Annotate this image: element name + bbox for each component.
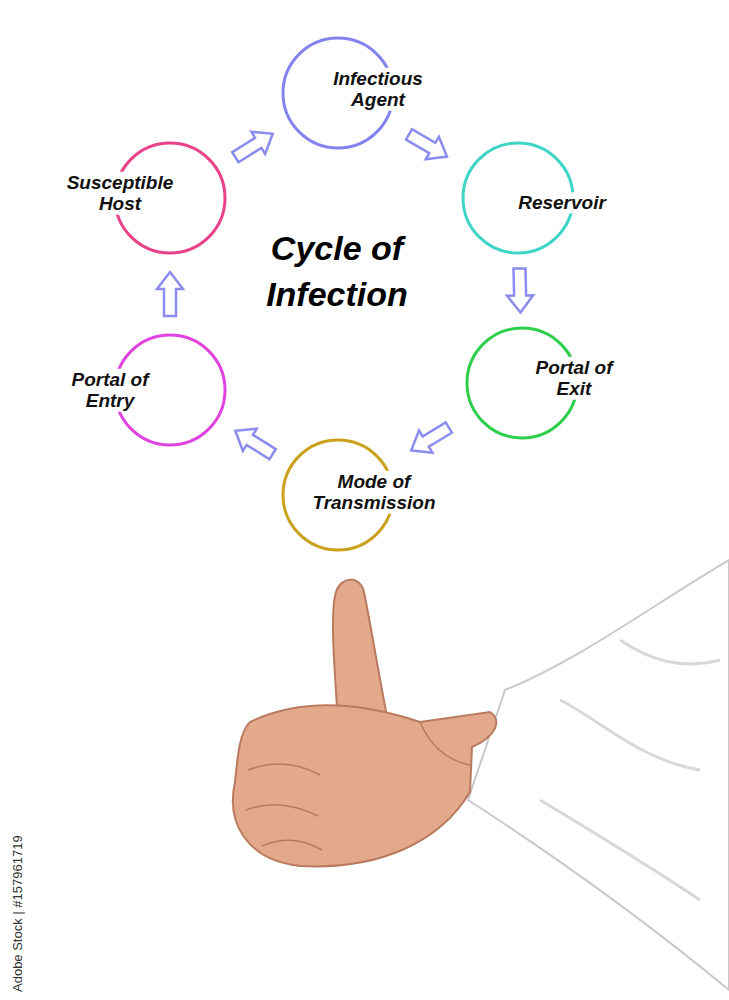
stage-circle: Portal of Entry — [113, 333, 227, 447]
block-arrow — [411, 422, 452, 452]
stage-label: Reservoir — [499, 192, 625, 213]
stage-label: Susceptible Host — [52, 172, 188, 215]
diagram-title: Cycle of Infection — [242, 226, 432, 318]
stage-label: Mode of Transmission — [296, 471, 452, 514]
stage-label: Infectious Agent — [315, 68, 441, 111]
stage-label: Portal of Exit — [529, 357, 619, 400]
stage-circle: Reservoir — [461, 141, 575, 255]
sleeve-fold — [540, 640, 720, 900]
block-arrow — [157, 272, 183, 316]
stage-label: Portal of Entry — [51, 369, 169, 412]
knuckle-lines — [246, 722, 470, 850]
stage-circle: Infectious Agent — [281, 36, 395, 150]
block-arrow — [406, 129, 447, 159]
watermark: Adobe Stock | #157961719 — [10, 835, 25, 992]
block-arrow — [507, 268, 533, 312]
block-arrow — [235, 429, 275, 459]
stage-circle: Susceptible Host — [113, 141, 227, 255]
fist — [233, 705, 496, 866]
shirt-sleeve — [468, 560, 729, 990]
stage-circle: Mode of Transmission — [281, 438, 395, 552]
stage-circle: Portal of Exit — [465, 326, 579, 440]
block-arrow — [232, 132, 273, 162]
